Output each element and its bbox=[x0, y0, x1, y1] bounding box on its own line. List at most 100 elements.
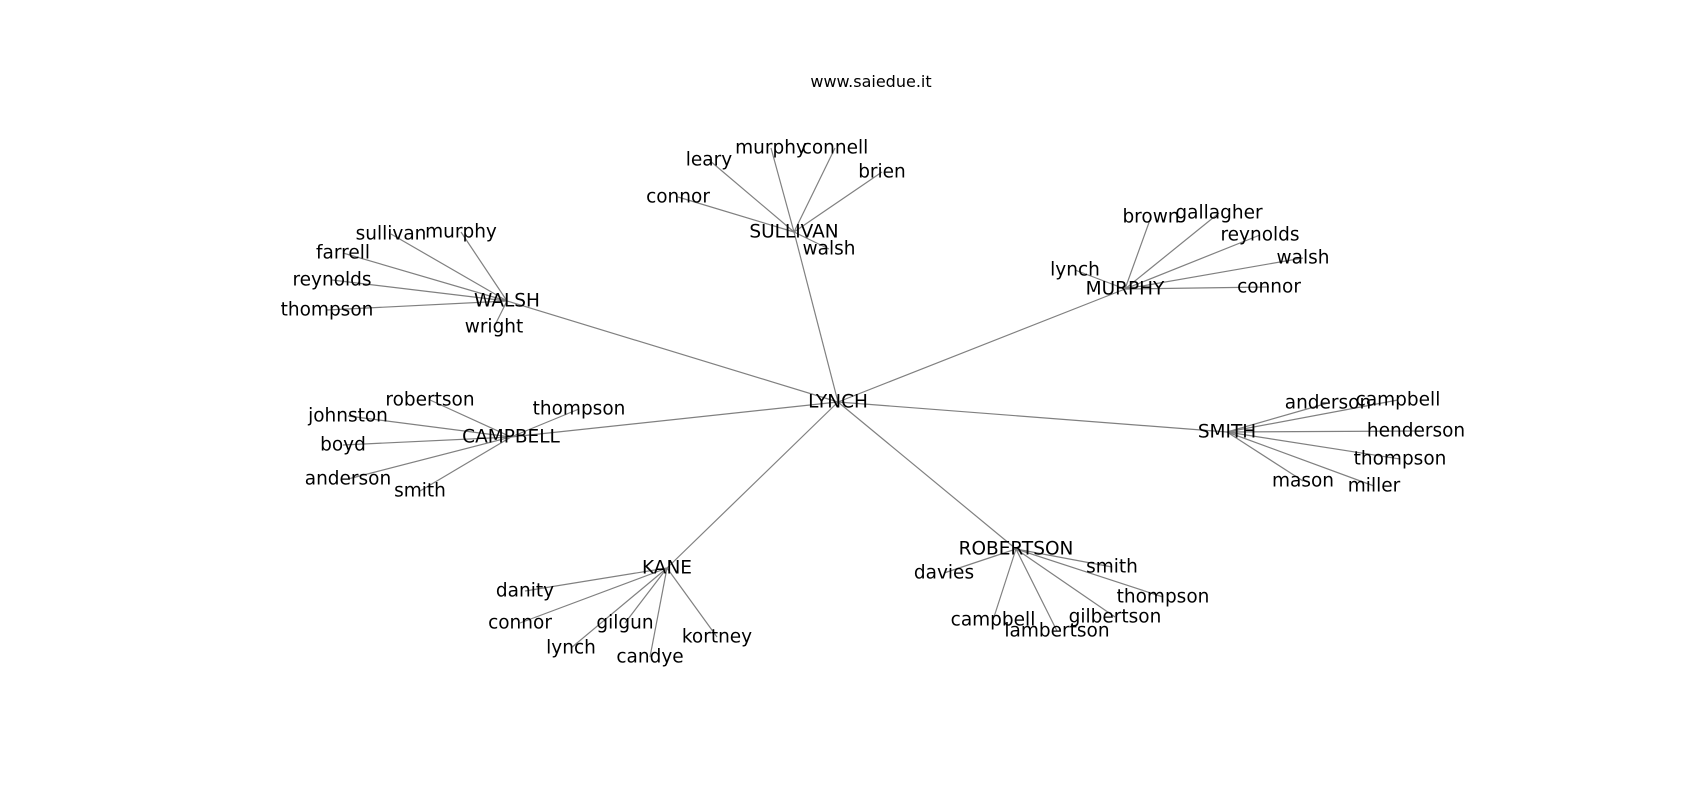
leaf-node-sullivan-brien: brien bbox=[858, 162, 906, 183]
edge-root-kane bbox=[666, 401, 839, 569]
edge-kane-candye bbox=[649, 567, 668, 658]
leaf-node-campbell-johnston: johnston bbox=[307, 406, 388, 427]
leaf-node-smith-henderson: henderson bbox=[1367, 421, 1465, 442]
leaf-node-sullivan-walsh: walsh bbox=[803, 239, 856, 260]
edge-smith-mason bbox=[1226, 431, 1304, 482]
leaf-node-kane-danity: danity bbox=[496, 581, 554, 602]
edge-smith-campbell bbox=[1226, 399, 1399, 433]
site-title: www.saiedue.it bbox=[810, 72, 932, 91]
hub-node-kane: KANE bbox=[642, 558, 692, 579]
edge-murphy-reynolds bbox=[1124, 234, 1261, 290]
leaf-node-robertson-smith: smith bbox=[1086, 557, 1138, 578]
edge-root-campbell bbox=[510, 401, 839, 438]
leaf-node-sullivan-murphy: murphy bbox=[735, 138, 807, 159]
edge-walsh-farrell bbox=[342, 252, 508, 302]
leaf-node-kane-connor: connor bbox=[488, 613, 552, 634]
leaf-node-murphy-walsh: walsh bbox=[1277, 248, 1330, 269]
hub-node-sullivan: SULLIVAN bbox=[749, 222, 838, 243]
edge-campbell-smith bbox=[419, 436, 512, 492]
edge-murphy-walsh bbox=[1124, 257, 1304, 290]
edge-robertson-campbell bbox=[992, 548, 1017, 621]
leaf-node-kane-candye: candye bbox=[616, 647, 683, 668]
edge-sullivan-brien bbox=[793, 171, 883, 233]
edge-kane-gilgun bbox=[624, 567, 668, 624]
leaf-node-walsh-wright: wright bbox=[465, 317, 524, 338]
leaf-node-walsh-reynolds: reynolds bbox=[292, 270, 371, 291]
leaf-node-campbell-thompson: thompson bbox=[533, 399, 626, 420]
edge-campbell-robertson bbox=[429, 399, 512, 438]
edge-campbell-anderson bbox=[347, 436, 512, 480]
edge-murphy-lynch bbox=[1074, 269, 1126, 290]
edge-sullivan-walsh bbox=[793, 231, 830, 250]
edge-robertson-thompson bbox=[1015, 548, 1164, 598]
leaf-node-sullivan-connor: connor bbox=[646, 187, 710, 208]
edge-sullivan-leary bbox=[708, 159, 795, 233]
leaf-node-smith-thompson: thompson bbox=[1354, 449, 1447, 470]
leaf-node-murphy-reynolds: reynolds bbox=[1220, 225, 1299, 246]
leaf-node-robertson-campbell: campbell bbox=[951, 610, 1036, 631]
edge-kane-connor bbox=[519, 567, 668, 624]
edge-root-murphy bbox=[837, 288, 1126, 403]
leaf-node-campbell-boyd: boyd bbox=[320, 435, 366, 456]
leaf-node-murphy-lynch: lynch bbox=[1050, 260, 1100, 281]
edge-smith-henderson bbox=[1226, 430, 1417, 433]
leaf-node-kane-kortney: kortney bbox=[682, 627, 752, 648]
leaf-node-campbell-smith: smith bbox=[394, 481, 446, 502]
edge-sullivan-connell bbox=[793, 147, 836, 233]
edge-smith-anderson bbox=[1226, 402, 1329, 433]
hub-node-murphy: MURPHY bbox=[1086, 279, 1165, 300]
leaf-node-walsh-farrell: farrell bbox=[316, 243, 370, 264]
hub-node-smith: SMITH bbox=[1198, 422, 1256, 443]
edge-murphy-brown bbox=[1124, 216, 1152, 290]
edge-kane-danity bbox=[524, 567, 668, 592]
leaf-node-campbell-anderson: anderson bbox=[305, 469, 391, 490]
edge-robertson-lambertson bbox=[1015, 548, 1058, 632]
hub-node-robertson: ROBERTSON bbox=[959, 539, 1074, 560]
leaf-node-robertson-gilbertson: gilbertson bbox=[1069, 607, 1162, 628]
edge-smith-miller bbox=[1226, 431, 1375, 487]
root-node-label: LYNCH bbox=[808, 392, 868, 413]
leaf-node-smith-anderson: anderson bbox=[1285, 393, 1371, 414]
edge-sullivan-murphy bbox=[770, 147, 795, 233]
leaf-node-robertson-davies: davies bbox=[914, 563, 974, 584]
leaf-node-robertson-thompson: thompson bbox=[1117, 587, 1210, 608]
leaf-node-kane-lynch: lynch bbox=[546, 638, 596, 659]
edge-campbell-boyd bbox=[342, 436, 512, 446]
edge-root-sullivan bbox=[793, 231, 839, 403]
leaf-node-smith-campbell: campbell bbox=[1356, 390, 1441, 411]
edge-kane-kortney bbox=[666, 567, 718, 638]
edge-smith-thompson bbox=[1226, 431, 1401, 460]
leaf-node-smith-miller: miller bbox=[1348, 476, 1401, 497]
leaf-node-murphy-brown: brown bbox=[1122, 207, 1179, 228]
edge-root-smith bbox=[837, 401, 1228, 433]
edge-walsh-reynolds bbox=[331, 279, 508, 302]
leaf-node-walsh-sullivan: sullivan bbox=[356, 224, 427, 245]
edge-walsh-murphy bbox=[460, 231, 508, 302]
edge-walsh-wright bbox=[493, 300, 508, 328]
edge-robertson-gilbertson bbox=[1015, 548, 1116, 618]
edge-campbell-johnston bbox=[347, 415, 512, 438]
hub-node-walsh: WALSH bbox=[474, 291, 540, 312]
leaf-node-murphy-connor: connor bbox=[1237, 277, 1301, 298]
edge-murphy-gallagher bbox=[1124, 212, 1220, 290]
edge-campbell-thompson bbox=[510, 408, 580, 438]
edge-robertson-davies bbox=[943, 548, 1017, 574]
edge-kane-lynch bbox=[570, 567, 668, 649]
edges-layer bbox=[326, 147, 1417, 658]
leaf-node-smith-mason: mason bbox=[1272, 471, 1334, 492]
edge-root-robertson bbox=[837, 401, 1017, 550]
edge-robertson-smith bbox=[1015, 548, 1113, 568]
edge-murphy-connor bbox=[1124, 286, 1270, 290]
leaf-node-walsh-thompson: thompson bbox=[281, 300, 374, 321]
leaf-node-murphy-gallagher: gallagher bbox=[1175, 203, 1263, 224]
leaf-node-robertson-lambertson: lambertson bbox=[1004, 621, 1109, 642]
leaf-node-campbell-robertson: robertson bbox=[385, 390, 474, 411]
hub-node-campbell: CAMPBELL bbox=[462, 427, 560, 448]
edge-root-walsh bbox=[506, 300, 839, 403]
edge-walsh-thompson bbox=[326, 300, 508, 311]
leaf-node-sullivan-connell: connell bbox=[802, 138, 869, 159]
leaf-node-sullivan-leary: leary bbox=[686, 150, 732, 171]
edge-sullivan-connor bbox=[677, 196, 795, 233]
